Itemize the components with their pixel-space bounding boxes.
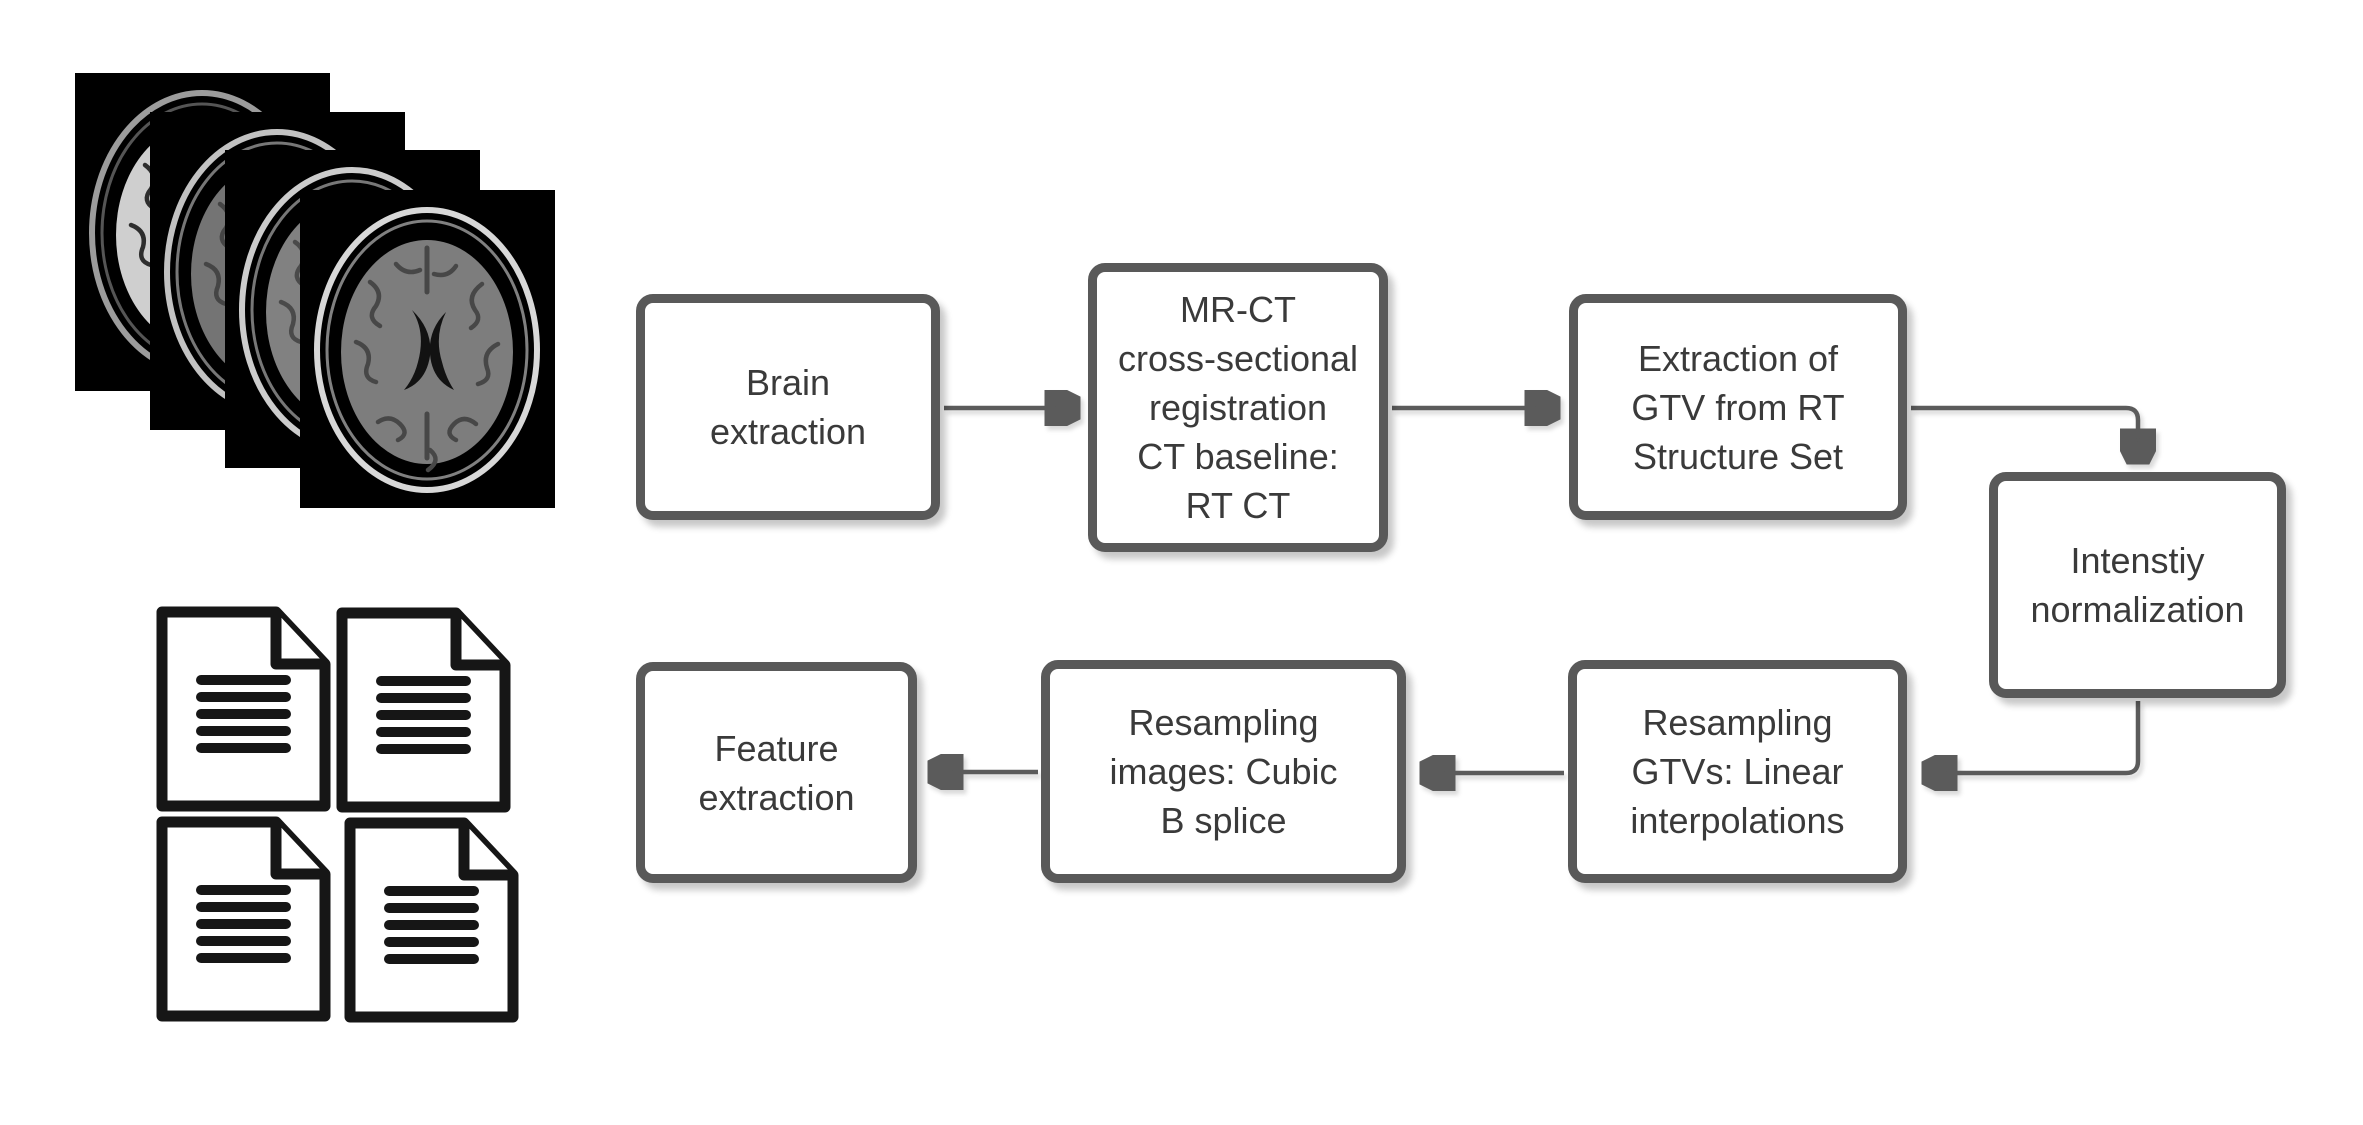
node-gtv-extraction: Extraction of GTV from RT Structure Set: [1569, 294, 1907, 520]
node-resampling-gtvs: Resampling GTVs: Linear interpolations: [1568, 660, 1907, 883]
node-label: Brain extraction: [709, 362, 867, 452]
node-resampling-images: Resampling images: Cubic B splice: [1041, 660, 1406, 883]
node-feature-extraction: Feature extraction: [636, 662, 917, 883]
node-mr-ct-registration: MR-CT cross-sectional registration CT ba…: [1088, 263, 1388, 552]
node-brain-extraction: Brain extraction: [636, 294, 940, 520]
node-label: Intenstiy normalization: [2030, 540, 2245, 630]
mri-slice-4: [300, 190, 555, 508]
arrow-intensity-to-resampling-gtvs: [1926, 701, 2141, 773]
arrow-gtv-to-intensity: [1911, 405, 2138, 460]
node-label: Resampling images: Cubic B splice: [1109, 702, 1338, 841]
node-label: Resampling GTVs: Linear interpolations: [1630, 702, 1845, 841]
node-label: Extraction of GTV from RT Structure Set: [1631, 337, 1845, 477]
node-intensity-normalization: Intenstiy normalization: [1989, 472, 2286, 698]
node-label: Feature extraction: [698, 727, 855, 818]
node-label: MR-CT cross-sectional registration CT ba…: [1117, 289, 1359, 526]
